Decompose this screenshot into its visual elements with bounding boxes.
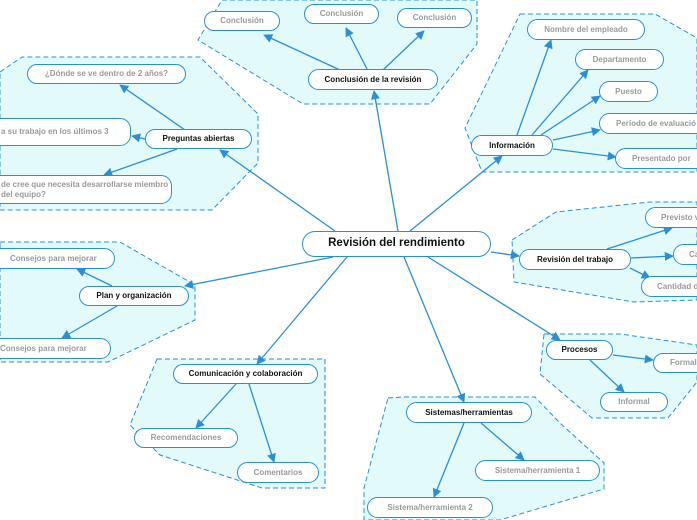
region-sistemas [363,396,605,520]
node-sistemas-herramientas[interactable]: Sistemas/herramientas [406,402,532,423]
node-presentado-por[interactable]: Presentado por [615,148,697,169]
connector-sub-conclusion-3 [382,30,425,71]
node-comunicacion-colaboracion[interactable]: Comunicación y colaboración [173,364,318,384]
node-pregunta-desarrollo[interactable]: de cree que necesita desarrollarse miemb… [0,175,172,204]
node-conclusion-revision[interactable]: Conclusión de la revisión [308,69,438,90]
connector-main-revision [490,250,520,260]
connector-sub-procesos-1 [612,354,654,364]
connector-sub-sistemas-1 [480,422,525,461]
node-puesto[interactable]: Puesto [599,81,658,102]
node-consejos-1[interactable]: Consejos para mejorar [0,248,115,269]
region-comunicacion [129,358,326,489]
node-informacion[interactable]: Información [471,135,553,156]
node-consejos-2[interactable]: Consejos para mejorar [0,338,111,359]
node-pregunta-2-anos[interactable]: ¿Dónde se ve dentro de 2 años? [27,64,186,84]
connector-sub-info-5 [552,148,617,161]
connector-sub-trabajo-2 [630,251,674,261]
connector-main-informacion [409,155,503,232]
node-procesos[interactable]: Procesos [546,340,613,360]
node-recomendaciones[interactable]: Recomendaciones [134,428,238,448]
connector-main-sistemas [403,256,466,403]
connector-sub-procesos-2 [589,359,625,393]
connector-sub-trabajo-1 [606,226,673,250]
connector-sub-info-3 [540,95,601,136]
node-pregunta-trabajo[interactable]: a su trabajo en los últimos 3 [0,118,131,146]
node-informal[interactable]: Informal [600,392,668,412]
connector-main-conclusion [370,90,399,232]
connector-sub-sistemas-2 [432,422,465,498]
node-nombre-empleado[interactable]: Nombre del empleado [527,19,645,40]
connector-sub-conclusion-2 [345,27,368,70]
connector-sub-info-2 [531,69,589,136]
node-plan-organizacion[interactable]: Plan y organización [79,286,189,306]
node-conclusion-1[interactable]: Conclusión [204,11,280,31]
node-calidad[interactable]: Ca [673,244,697,265]
node-sistema-1[interactable]: Sistema/herramienta 1 [475,460,600,481]
connector-sub-info-4 [552,127,601,141]
connector-sub-conclusion-1 [263,34,341,71]
node-preguntas-abiertas[interactable]: Preguntas abiertas [145,129,252,149]
connector-main-preguntas [219,149,336,232]
node-departamento[interactable]: Departamento [575,49,664,70]
node-conclusion-2[interactable]: Conclusión [304,4,379,24]
connector-main-plan [184,256,334,289]
connector-sub-comunicacion-2 [248,383,276,463]
central-topic[interactable]: Revisión del rendimiento [302,231,491,257]
node-periodo-evaluacion[interactable]: Período de evaluació [599,113,697,134]
connector-sub-plan-2 [61,305,118,339]
connector-main-comunicacion [256,256,348,365]
node-revision-trabajo[interactable]: Revisión del trabajo [519,249,631,270]
node-cantidad[interactable]: Cantidad d [641,276,697,297]
connector-sub-comunicacion-1 [195,383,237,429]
connector-sub-plan-1 [76,268,113,287]
node-sistema-2[interactable]: Sistema/herramienta 2 [367,497,493,518]
connector-sub-pregunta-1 [119,84,186,131]
node-previsto[interactable]: Previsto v [645,207,697,228]
node-formal[interactable]: Formal [653,353,697,373]
connector-main-procesos [427,256,561,341]
connector-sub-pregunta-3 [103,148,178,177]
connector-sub-info-1 [516,39,553,136]
node-conclusion-3[interactable]: Conclusión [397,8,472,28]
connector-sub-pregunta-2 [131,133,146,143]
connector-lines [61,27,674,498]
node-comentarios[interactable]: Comentarios [237,462,319,483]
